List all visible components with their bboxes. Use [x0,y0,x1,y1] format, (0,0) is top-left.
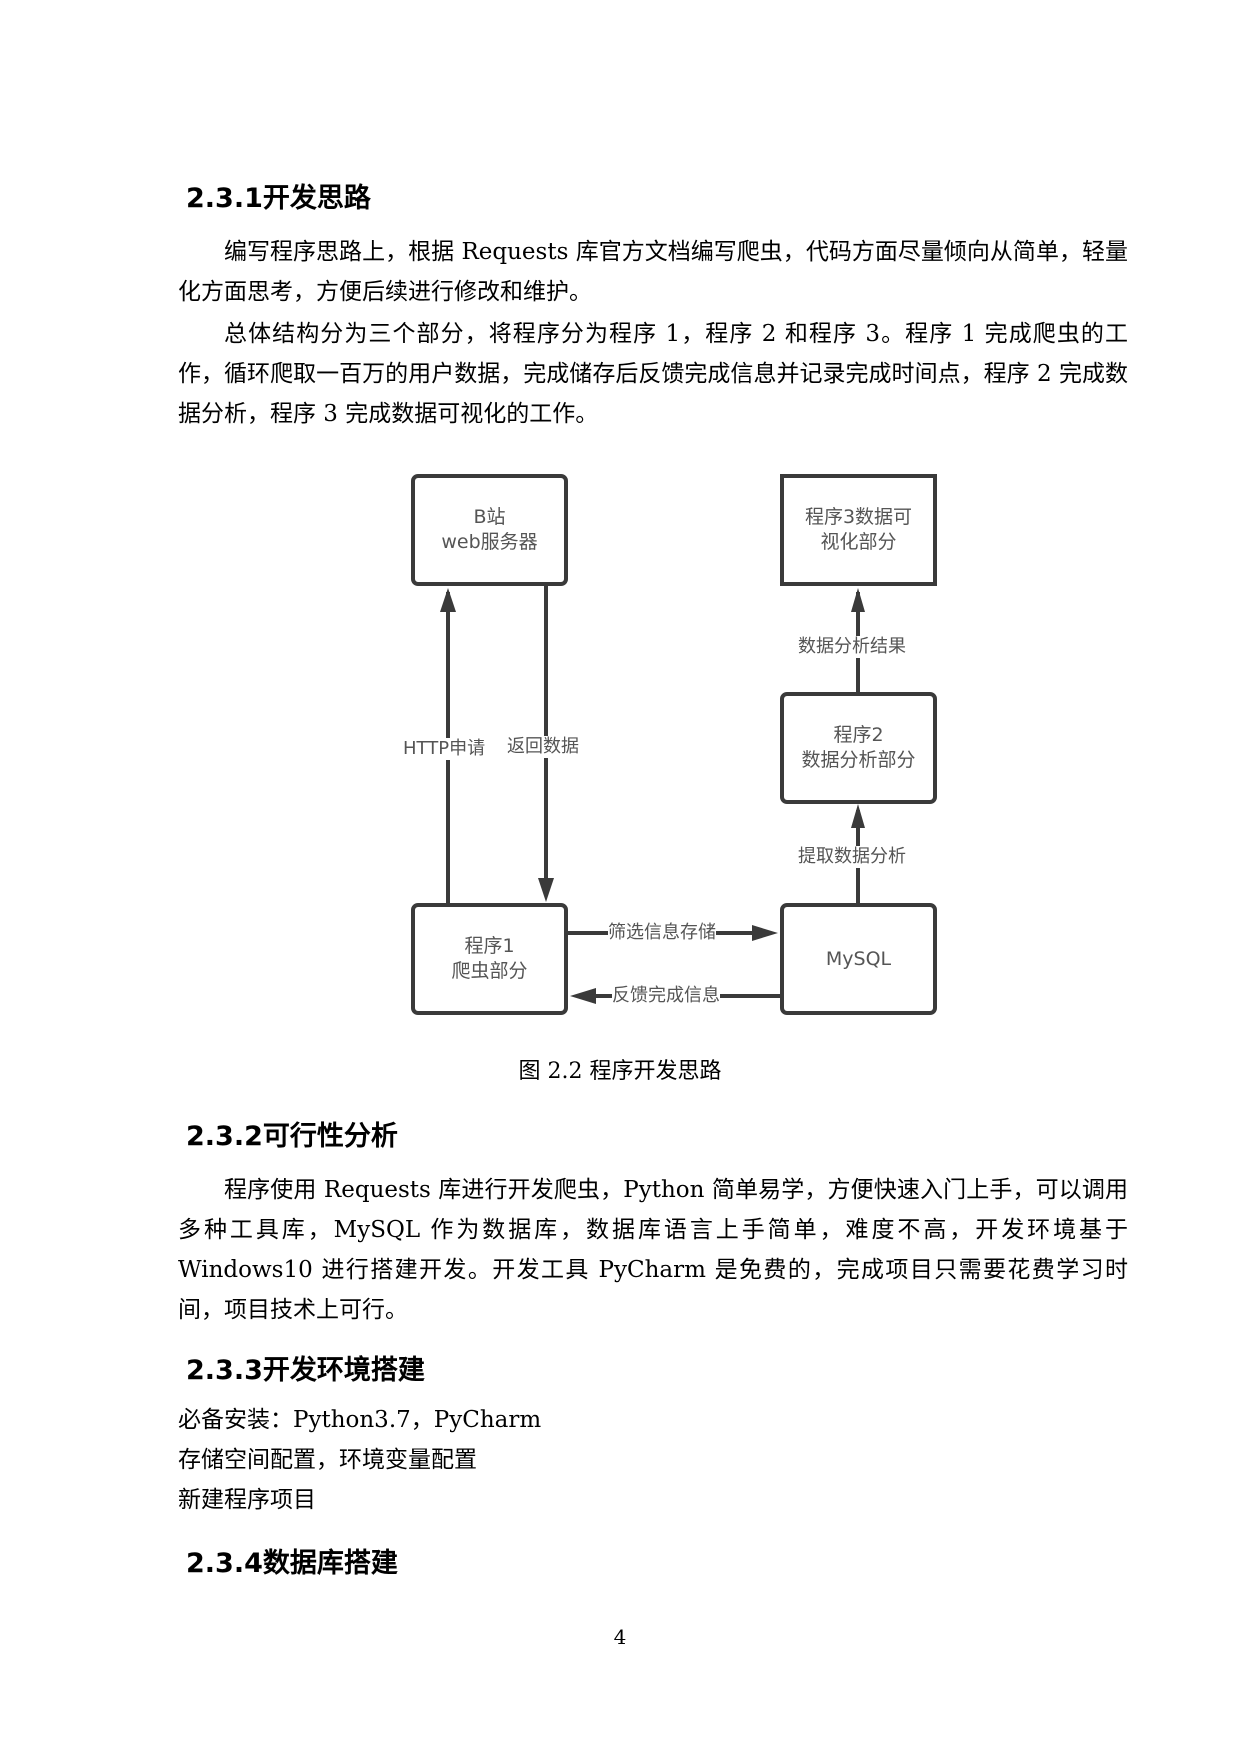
arrow-down-icon [538,878,554,902]
node-program3-visualization: 程序3数据可视化部分 [780,474,937,586]
node-label: 爬虫部分 [451,960,528,982]
paragraph-dev-approach-1: 编写程序思路上，根据 Requests 库官方文档编写爬虫，代码方面尽量倾向从简… [178,239,1128,305]
section-heading-2-3-1: 2.3.1开发思路 [186,183,371,214]
section-heading-2-3-3: 2.3.3开发环境搭建 [186,1355,425,1386]
edge-label-extract-analyze: 提取数据分析 [798,846,906,868]
node-label: MySQL [825,947,892,970]
arrow-up-icon [440,588,456,612]
node-label: 数据分析部分 [801,749,916,771]
node-label: web服务器 [441,531,538,553]
section-heading-2-3-4: 2.3.4数据库搭建 [186,1548,398,1579]
arrow-up-icon [851,588,865,612]
edge-label-filter-store: 筛选信息存储 [608,922,716,944]
arrow-right-icon [752,925,778,941]
list-item-storage-config: 存储空间配置，环境变量配置 [178,1447,477,1473]
edge-label-feedback: 反馈完成信息 [612,985,720,1007]
section-heading-2-3-2: 2.3.2可行性分析 [186,1121,398,1152]
node-label: 程序3数据可 [804,506,913,528]
node-label: 程序1 [464,935,515,957]
list-item-required-install: 必备安装：Python3.7，PyCharm [178,1407,542,1433]
node-bilibili-web-server: B站 web服务器 [411,474,568,586]
node-program2-analysis: 程序2 数据分析部分 [780,692,937,804]
paragraph-dev-approach-2: 总体结构分为三个部分，将程序分为程序 1，程序 2 和程序 3。程序 1 完成爬… [178,321,1128,427]
arrow-up-icon [851,804,865,828]
node-mysql: MySQL [780,903,937,1015]
list-item-new-project: 新建程序项目 [178,1487,316,1513]
edge-label-return-data: 返回数据 [507,736,579,758]
node-label: B站 [473,506,506,528]
node-program1-crawler: 程序1 爬虫部分 [411,903,568,1015]
node-label: 视化部分 [820,531,897,553]
node-label: 程序2 [833,724,884,746]
page-number: 4 [613,1625,627,1649]
figure-caption: 图 2.2 程序开发思路 [518,1059,722,1084]
edge-label-http-request: HTTP申请 [403,738,486,760]
arrow-left-icon [570,988,596,1004]
edge-label-analysis-result: 数据分析结果 [798,636,906,658]
paragraph-feasibility: 程序使用 Requests 库进行开发爬虫，Python 简单易学，方便快速入门… [178,1177,1128,1323]
